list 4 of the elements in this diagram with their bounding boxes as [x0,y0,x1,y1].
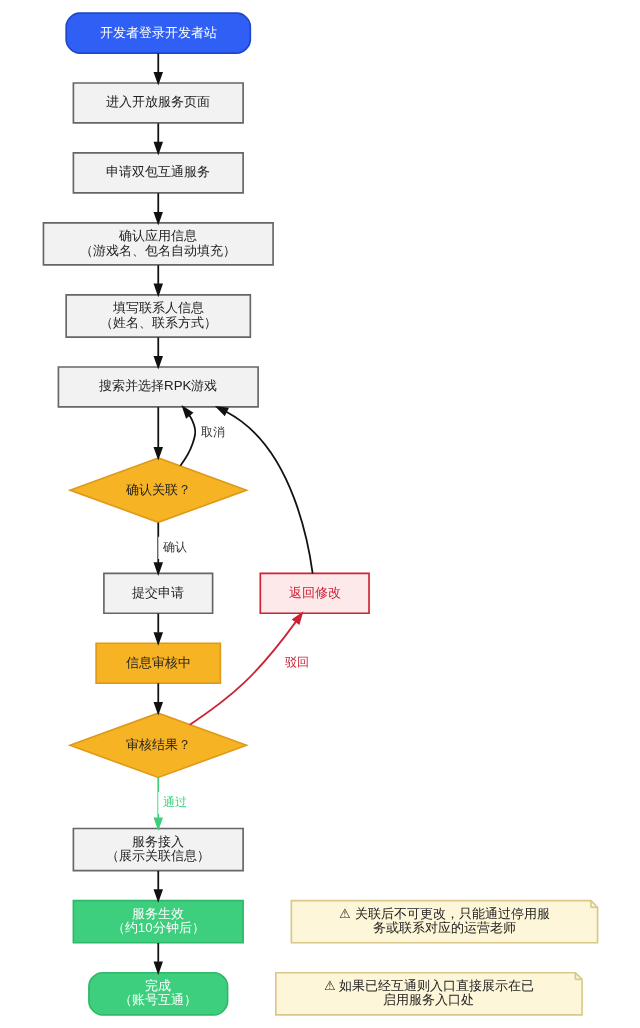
edge-label: 确认 [162,539,187,554]
edge-label: 通过 [162,795,187,810]
edge-label: 取消 [200,424,225,439]
edge-label: 驳回 [284,655,309,670]
